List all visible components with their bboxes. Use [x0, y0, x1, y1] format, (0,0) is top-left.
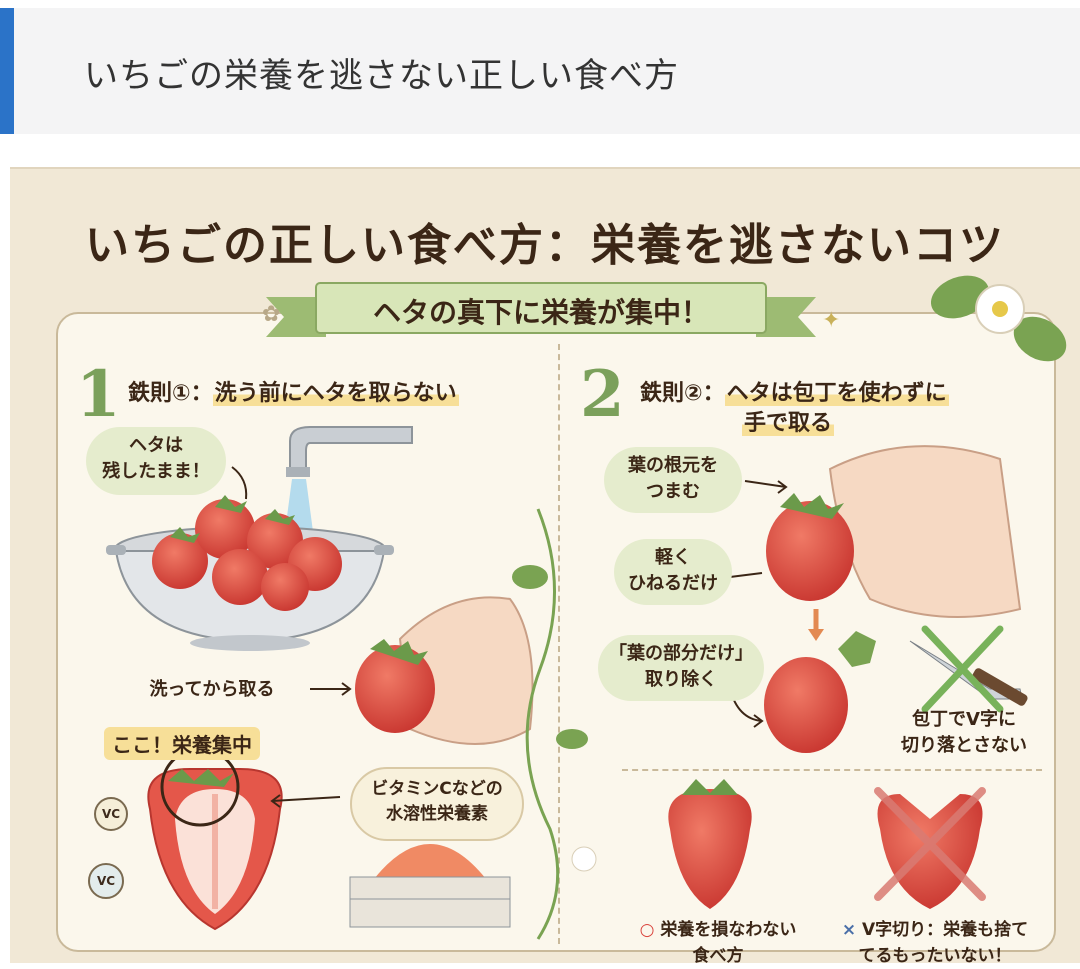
horizontal-divider — [622, 769, 1042, 771]
knife-crossed-icon — [909, 625, 1028, 713]
remove-leaves-bubble: 「葉の部分だけ」 取り除く — [598, 635, 764, 701]
bad-mark: × — [841, 920, 857, 940]
good-mark: ○ — [639, 920, 655, 940]
bad-method-label: × V字切り：栄養も捨て てるもったいない！ — [830, 917, 1040, 969]
rule2-title-second: 手で取る — [742, 405, 835, 437]
rule1-number: 1 — [76, 357, 121, 432]
vc-badge: VC — [94, 797, 128, 831]
infographic-poster: いちごの正しい食べ方：栄養を逃さないコツ ヘタの真下に栄養が集中！ 1 鉄則①：… — [10, 167, 1080, 966]
rule2-number: 2 — [580, 357, 625, 432]
page-header: いちごの栄養を逃さない正しい食べ方 — [0, 8, 1080, 134]
page-title: いちごの栄養を逃さない正しい食べ方 — [84, 56, 679, 96]
rule1-title: 鉄則①：洗う前にヘタを取らない — [128, 375, 459, 407]
rule2-title-line1: ヘタは包丁を使わずに — [724, 381, 949, 406]
arrow-icon — [231, 466, 352, 808]
ribbon-text: ヘタの真下に栄養が集中！ — [372, 296, 709, 329]
corner-flower-icon — [930, 275, 1067, 362]
vc-badge: VC — [88, 863, 124, 899]
ribbon-shape — [266, 282, 816, 337]
poster-title: いちごの正しい食べ方：栄養を逃さないコツ — [85, 220, 1005, 271]
illustrations: ✿ ✦ — [106, 275, 1067, 940]
hand-pinch-icon — [766, 445, 1022, 618]
sparkle-icon: ✿ — [262, 302, 280, 327]
nutrient-diagram-icon — [349, 844, 511, 928]
nutrient-here-tag: ここ！栄養集中 — [104, 727, 260, 760]
sparkle-icon: ✦ — [822, 308, 840, 333]
twist-bubble: 軽く ひねるだけ — [614, 539, 732, 605]
no-knife-label: 包丁でV字に 切り落とさない — [901, 709, 1027, 756]
good-strawberry-icon — [668, 779, 752, 909]
vertical-divider — [558, 344, 560, 944]
bad-method-text: V字切り：栄養も捨て てるもったいない！ — [858, 920, 1029, 966]
good-method-label: ○ 栄養を損なわない 食べ方 — [618, 917, 818, 969]
ribbon-banner: ヘタの真下に栄養が集中！ — [266, 279, 816, 341]
good-method-text: 栄養を損なわない 食べ方 — [660, 920, 797, 966]
rule1-title-prefix: 鉄則①： — [128, 381, 213, 406]
bad-strawberry-icon — [874, 787, 986, 909]
strawberry-cross-section-icon — [147, 747, 283, 931]
faucet-icon — [284, 426, 413, 539]
hand-strawberry-icon — [355, 596, 534, 745]
rule2-title: 鉄則②：ヘタは包丁を使わずに — [640, 375, 949, 407]
strawberry-pile-icon — [152, 495, 342, 611]
rule1-title-main: 洗う前にヘタを取らない — [212, 381, 459, 406]
wash-then-remove-label: 洗ってから取る — [149, 679, 275, 700]
vine-icon — [512, 508, 597, 940]
rule2-title-prefix: 鉄則②： — [640, 381, 725, 406]
vitamin-note-bubble: ビタミンCなどの 水溶性栄養素 — [350, 767, 524, 841]
pinch-leaf-bubble: 葉の根元を つまむ — [604, 447, 742, 513]
keep-calyx-bubble: ヘタは 残したまま！ — [86, 427, 226, 495]
strawberry-removed-leaves-icon — [764, 631, 876, 753]
rule2-title-line2: 手で取る — [742, 411, 835, 436]
